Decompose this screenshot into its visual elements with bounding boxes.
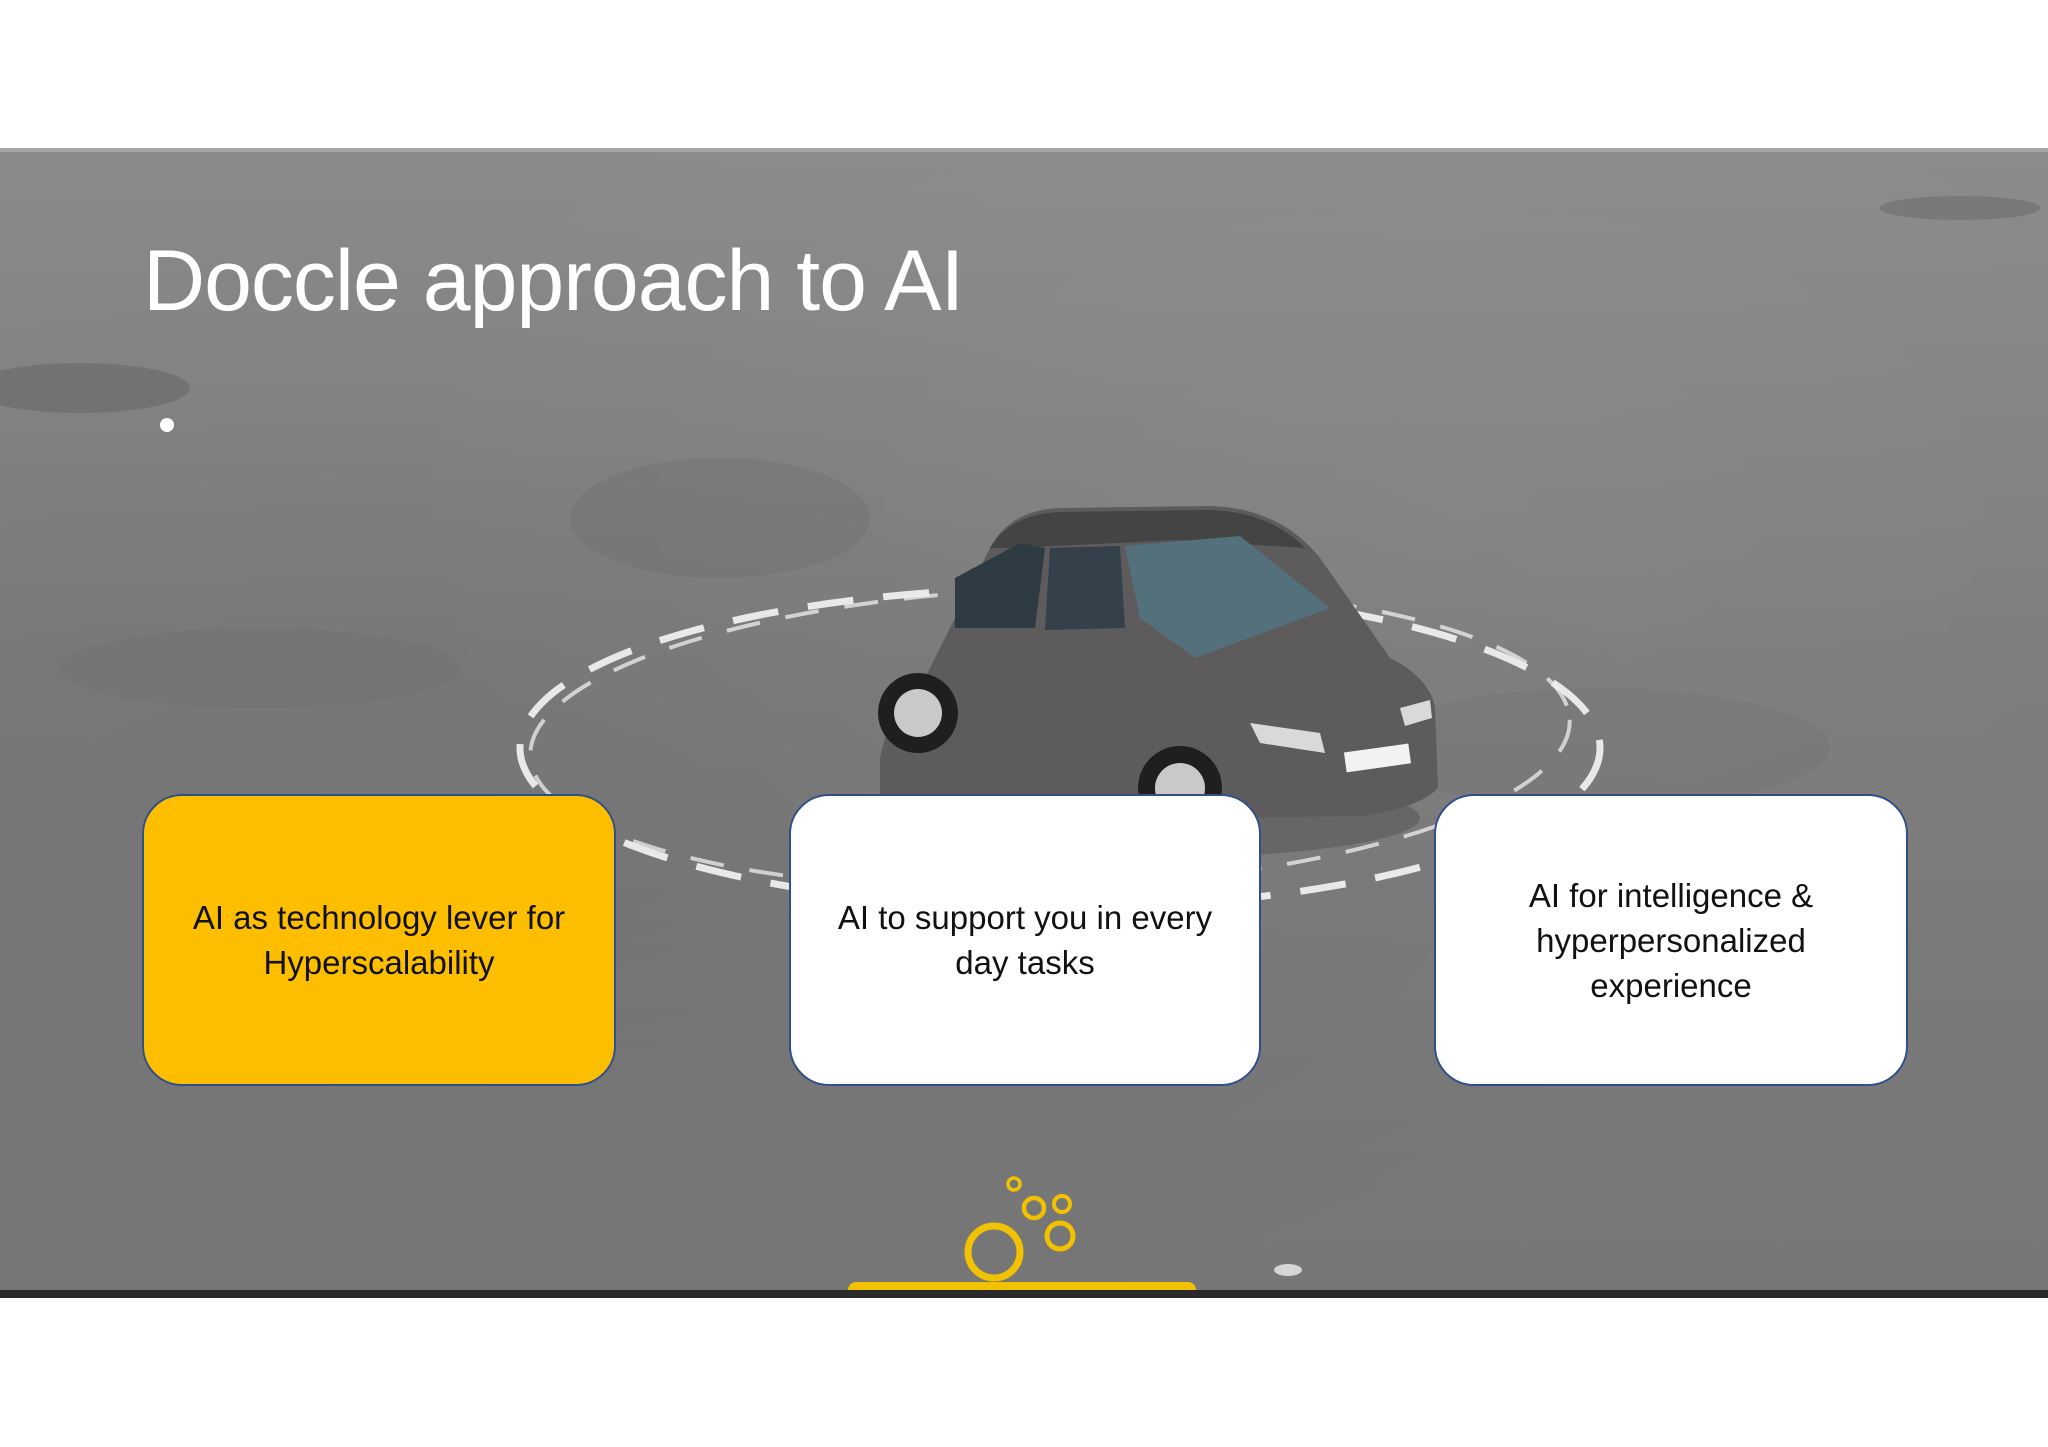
slide: Doccle approach to AI AI as technology l… — [0, 148, 2048, 1298]
doccle-logo-icon — [964, 1176, 1076, 1282]
pillar-box-text: AI to support you in every day tasks — [837, 899, 1213, 981]
slide-top-border — [0, 148, 2048, 152]
slide-title: Doccle approach to AI — [143, 233, 964, 329]
pillar-box-hyperpersonalized: AI for intelligence & hyperpersonalized … — [1434, 794, 1908, 1086]
pillar-box-text: AI for intelligence & hyperpersonalized … — [1528, 876, 1814, 1004]
bullet-point — [160, 418, 174, 432]
pillar-box-everyday-tasks: AI to support you in every day tasks — [789, 794, 1261, 1086]
pillar-box-text: AI as technology lever for Hyperscalabil… — [192, 899, 566, 981]
pillar-box-hyperscalability: AI as technology lever for Hyperscalabil… — [142, 794, 616, 1086]
slide-bottom-bar — [0, 1290, 2048, 1298]
